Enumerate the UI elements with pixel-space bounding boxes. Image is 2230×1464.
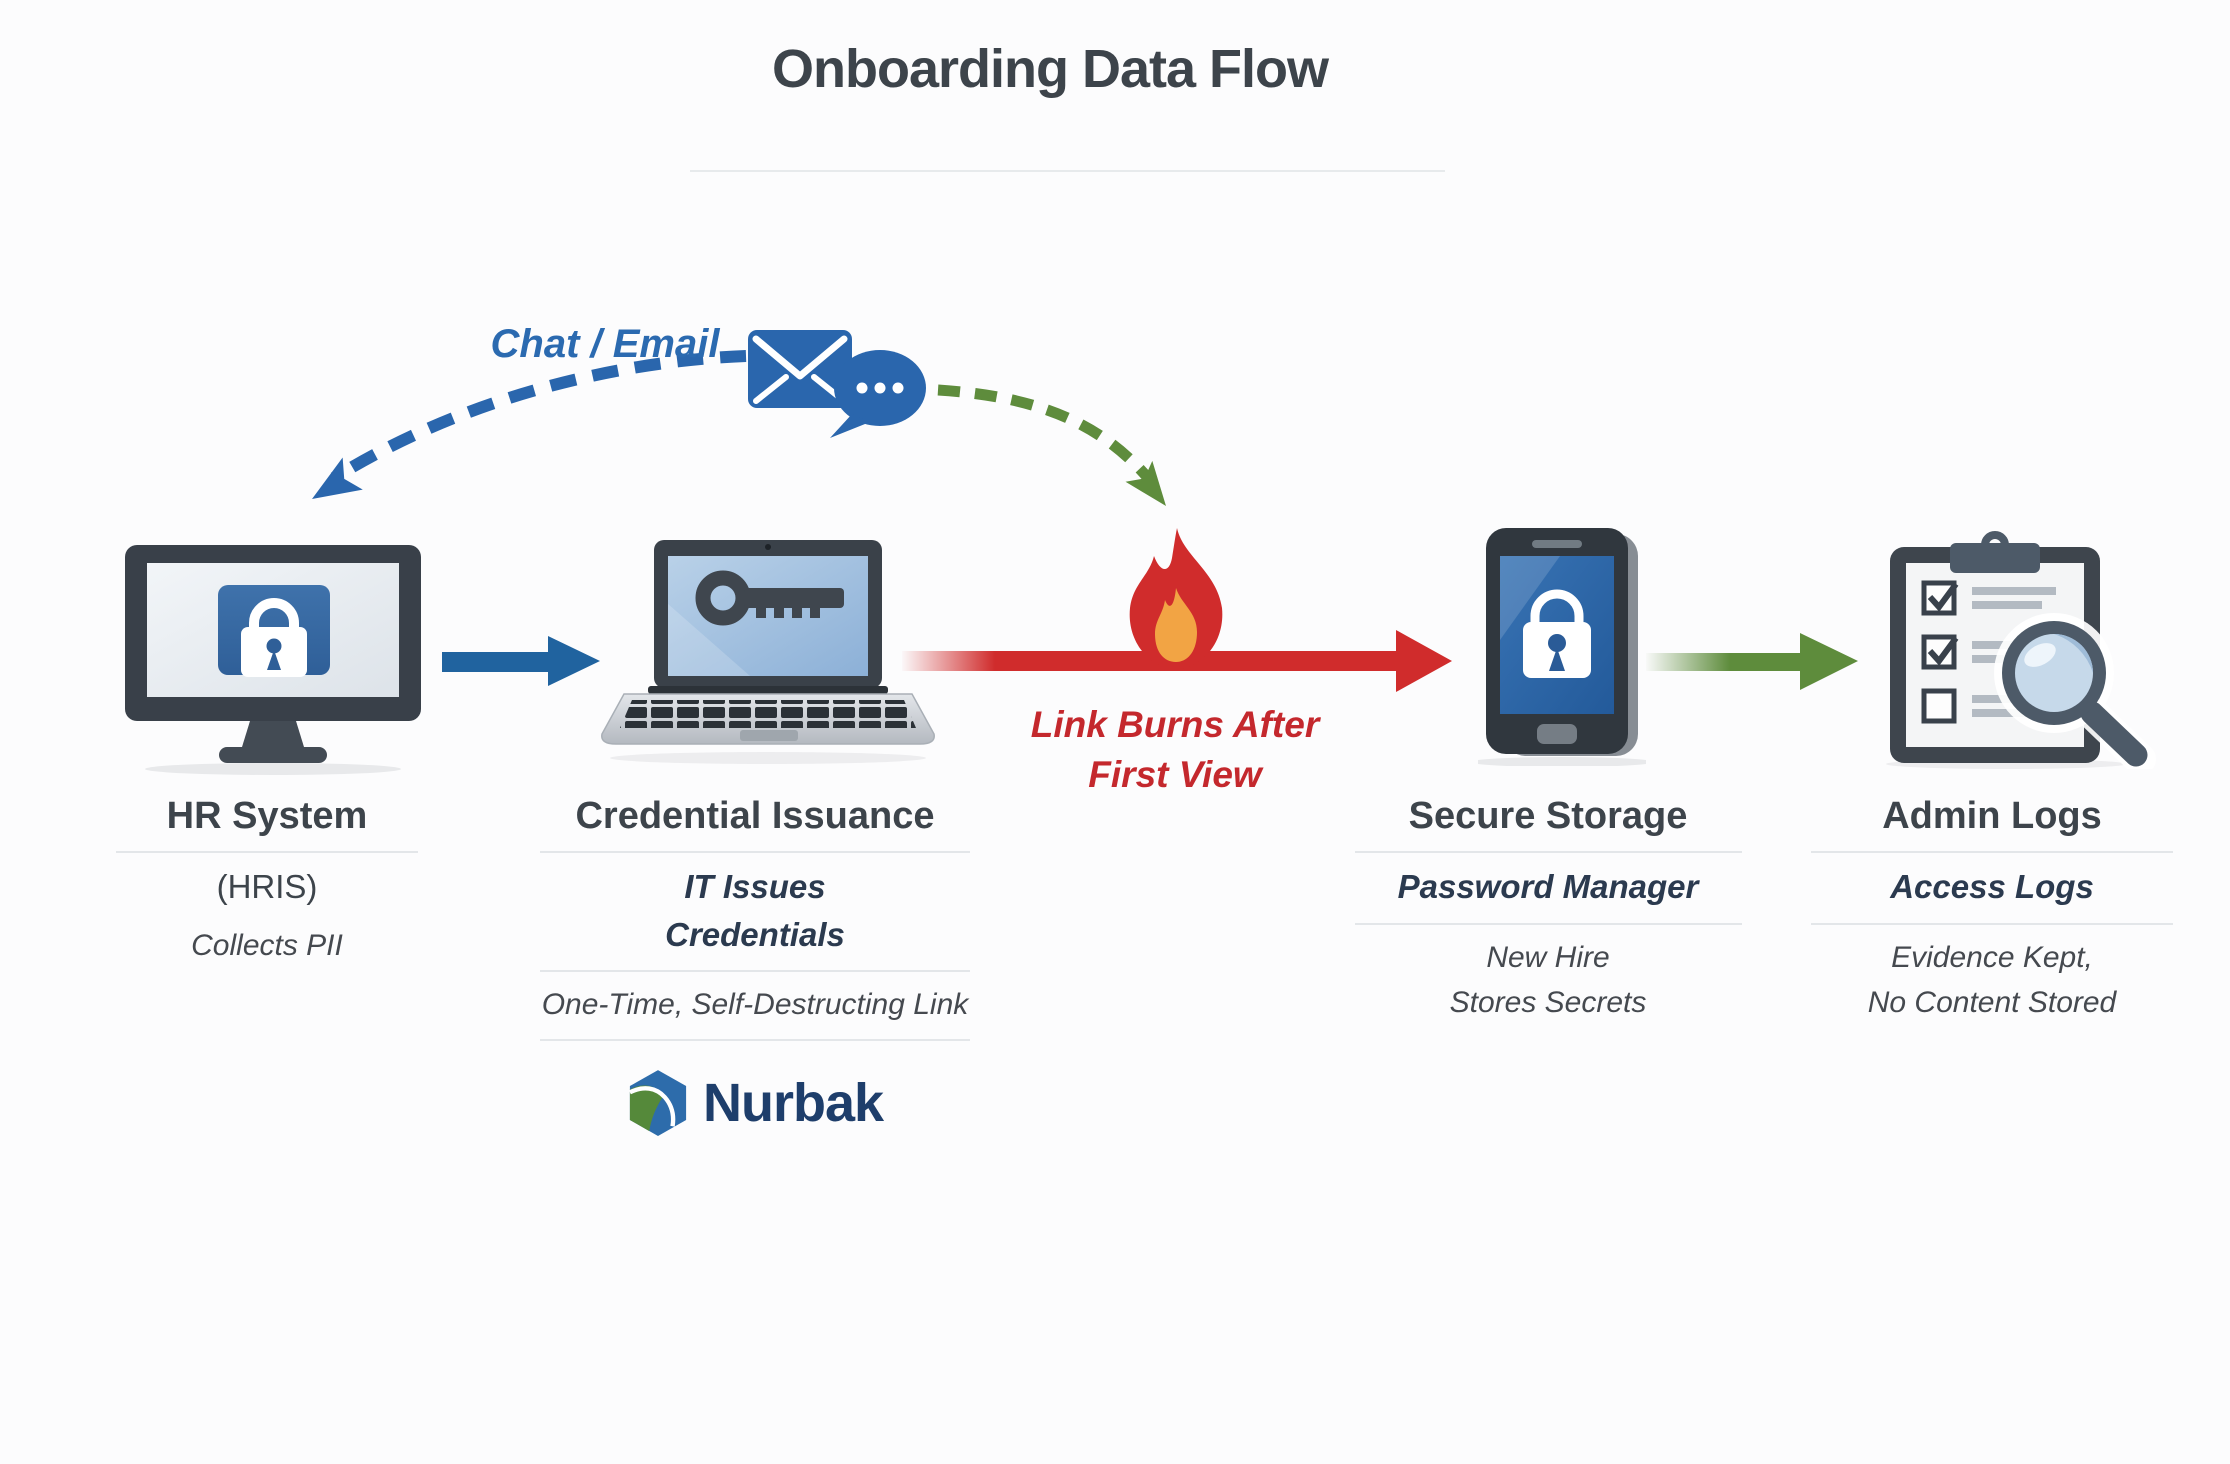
station-subtitle: Access Logs <box>1890 867 2094 905</box>
station-title: HR System <box>166 795 368 837</box>
key-icon <box>695 570 844 626</box>
station-note: One-Time, Self-Destructing Link <box>541 988 969 1022</box>
station-credential-issuance: Credential Issuance IT Issues Credential… <box>505 795 1005 1051</box>
station-divider <box>540 850 970 853</box>
station-title: Admin Logs <box>1882 795 2102 837</box>
title-divider <box>690 170 1445 172</box>
laptop-key-icon <box>601 540 935 764</box>
station-divider <box>540 1039 970 1042</box>
station-admin-logs: Admin Logs Access Logs Evidence Kept, No… <box>1782 795 2202 1025</box>
station-subtitle: IT Issues Credentials <box>665 867 845 953</box>
station-subtitle: (HRIS) <box>216 867 318 905</box>
station-title: Secure Storage <box>1408 795 1688 837</box>
phone-lock-icon <box>1478 528 1646 766</box>
station-divider <box>1354 850 1742 853</box>
burn-label: Link Burns After First View <box>1030 704 1320 795</box>
green-arrow <box>1646 633 1858 690</box>
station-subtitle: Password Manager <box>1397 867 1699 905</box>
station-note: Collects PII <box>191 928 343 962</box>
station-divider <box>540 970 970 973</box>
station-title: Credential Issuance <box>575 795 935 837</box>
station-secure-storage: Secure Storage Password Manager New Hire… <box>1323 795 1773 1025</box>
monitor-lock-icon <box>125 545 421 775</box>
blue-arrow <box>442 636 600 686</box>
nurbak-logo-icon <box>628 1070 687 1136</box>
lock-icon <box>241 598 307 677</box>
flame-icon <box>1129 528 1223 670</box>
chat-bubble-icon <box>830 350 926 438</box>
station-note: Evidence Kept, No Content Stored <box>1867 940 2117 1019</box>
clipboard-checklist-icon <box>1886 531 2156 769</box>
nurbak-logo-text: Nurbak <box>702 1073 884 1133</box>
lock-icon <box>1523 589 1591 678</box>
station-divider <box>1354 922 1742 925</box>
blue-dashed-arrow <box>312 350 747 499</box>
magnifier-icon <box>1994 613 2156 769</box>
nurbak-logo: Nurbak <box>505 1068 1005 1138</box>
station-note: New Hire Stores Secrets <box>1449 940 1647 1019</box>
page-title: Onboarding Data Flow <box>772 39 1329 99</box>
station-divider <box>1811 922 2173 925</box>
station-hr-system: HR System (HRIS) Collects PII <box>57 795 477 968</box>
station-divider <box>115 850 419 853</box>
station-divider <box>1811 850 2173 853</box>
chat-email-label: Chat / Email <box>490 322 720 366</box>
green-dashed-arrow <box>937 384 1166 506</box>
